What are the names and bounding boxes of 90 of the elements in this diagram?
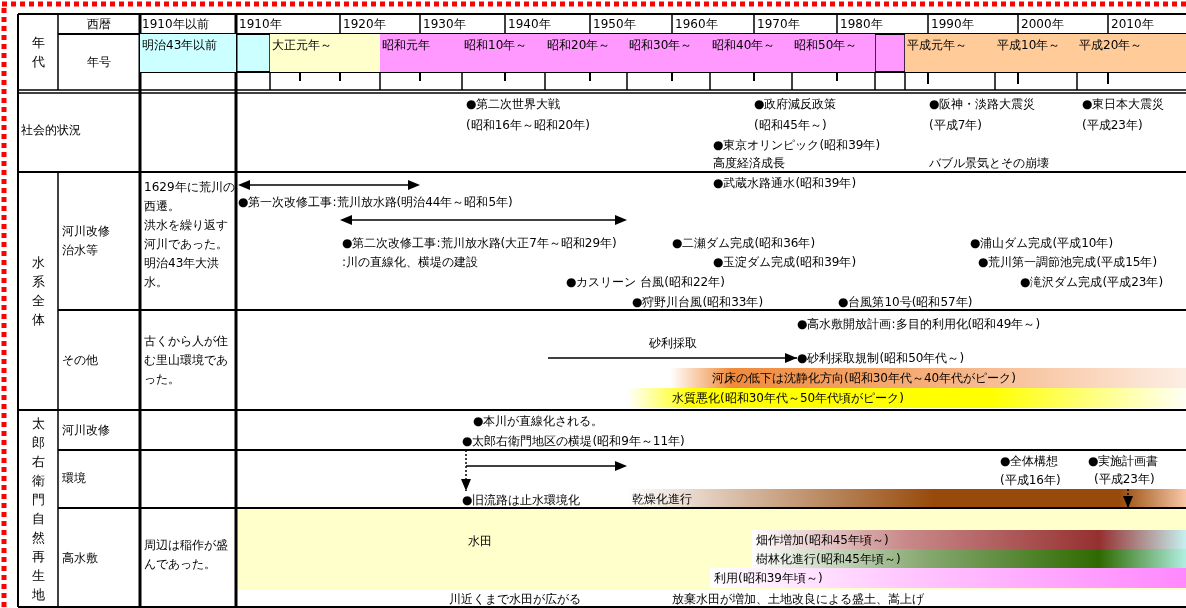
band-label: 河床の低下は沈静化方向(昭和30年代～40年代がピーク) (712, 370, 1016, 387)
note-text: :川の直線化、横堤の建設 (342, 254, 479, 271)
date-text: (昭和16年～昭和20年) (466, 117, 590, 134)
note-text: 放棄水田が増加、土地改良による盛土、嵩上げ (672, 591, 924, 608)
gradient-band (752, 530, 1186, 549)
event-text: ●高水敷開放計画:多目的利用化(昭和49年～) (797, 316, 1041, 333)
field-band (236, 508, 1186, 590)
gradient-band (627, 388, 1186, 408)
era-cell: 平成10年～ (995, 34, 1077, 72)
date-text: (平成23年) (1082, 117, 1143, 134)
note-text: 明治43年大洪水。 (144, 255, 221, 291)
row-heading: 高水敷 (62, 550, 98, 567)
event-text: ●カスリーン 台風(昭和22年) (566, 274, 725, 291)
year-label: 2000年 (1021, 16, 1064, 33)
era-cell: 昭和元年 (380, 34, 462, 72)
dotted-arrow (461, 449, 471, 492)
era-cell: 昭和40年～ (710, 34, 792, 72)
era-cell: 明治43年以前 (140, 34, 236, 72)
note-text: 周辺は稲作が盛んであった。 (144, 537, 229, 573)
band-label: 樹林化進行(昭和45年頃～) (756, 550, 901, 568)
event-text: ●実施計画書 (1088, 453, 1159, 470)
event-text: ●二瀬ダム完成(昭和36年) (672, 235, 816, 252)
edge-label: 砂利採取 (648, 334, 697, 352)
event-text: ●第二次世界大戦 (466, 96, 561, 113)
note-text: 川近くまで水田が広がる (449, 591, 581, 608)
era-cell: 大正元年～ (270, 34, 380, 72)
event-text: ●第一次改修工事:荒川放水路(明治44年～昭和5年) (238, 194, 513, 211)
row-heading: 年代 (31, 34, 45, 71)
event-text: ●滝沢ダム完成(平成23年) (1020, 274, 1164, 291)
era-cell: 昭和50年～ (792, 34, 875, 72)
row-heading: 河川改修治水等 (62, 223, 111, 259)
year-label: 1930年 (423, 16, 466, 33)
gradient-band (752, 549, 1186, 568)
event-text: ●旧流路は止水環境化 (462, 491, 612, 508)
event-text: ●政府減反政策 (754, 96, 837, 113)
year-label: 1980年 (840, 16, 883, 33)
era-cell: 昭和20年～ (545, 34, 627, 72)
dotted-arrow (1123, 488, 1133, 509)
note-text: 高度経済成長 (713, 155, 785, 172)
year-label: 1940年 (508, 16, 551, 33)
era-cell: 平成20年～ (1077, 34, 1186, 72)
event-text: ●東日本大震災 (1082, 96, 1165, 113)
gradient-band (670, 368, 1186, 388)
band-label: 畑作増加(昭和45年頃～) (756, 531, 889, 549)
column-heading: 西暦 (86, 16, 112, 33)
event-text: ●第二次改修工事:荒川放水路(大正7年～昭和29年) (342, 235, 617, 252)
event-text: ●荒川第一調節池完成(平成15年) (978, 254, 1158, 271)
event-text: ●浦山ダム完成(平成10年) (970, 235, 1114, 252)
event-text: ●全体構想 (1000, 453, 1059, 470)
year-label: 1910年以前 (142, 16, 209, 33)
event-text: ●武蔵水路通水(昭和39年) (713, 175, 857, 192)
year-label: 1970年 (757, 16, 800, 33)
event-text: ●東京オリンピック(昭和39年) (713, 137, 881, 154)
row-heading: その他 (62, 352, 98, 369)
era-cell: 平成元年～ (905, 34, 995, 72)
row-heading: 社会的状況 (21, 122, 81, 139)
date-text: (昭和45年～) (754, 117, 827, 134)
note-text: 洪水を繰り返す河川であった。 (144, 217, 229, 253)
note-text: 古くから人が住む里山環境であった。 (144, 333, 229, 388)
event-text: ●砂利採取規制(昭和50年代～) (797, 349, 1012, 367)
year-label: 1910年 (239, 16, 282, 33)
band-label: 水質悪化(昭和30年代～50年代頃がピーク) (672, 390, 904, 407)
event-text: ●玉淀ダム完成(昭和39年) (713, 254, 857, 271)
year-label: 2010年 (1111, 16, 1154, 33)
note-text: 1629年に荒川の西遷。 (144, 179, 236, 215)
band-label: 水田 (468, 533, 492, 550)
event-text: ●阪神・淡路大震災 (929, 96, 1036, 113)
note-text: バブル景気とその崩壊 (929, 155, 1049, 172)
row-heading: 水系全体 (31, 254, 45, 329)
arrow (547, 353, 798, 363)
column-heading: 年号 (86, 54, 112, 71)
row-heading: 河川改修 (62, 422, 110, 439)
band-label: 乾燥化進行 (632, 490, 692, 508)
date-text: (平成16年) (1000, 472, 1061, 489)
event-text: ●太郎右衛門地区の横堤(昭和9年～11年) (462, 432, 762, 450)
era-cell: 昭和30年～ (627, 34, 710, 72)
gradient-band (710, 568, 1186, 588)
era-cell: 昭和10年～ (462, 34, 545, 72)
year-label: 1960年 (675, 16, 718, 33)
event-text: ●狩野川台風(昭和33年) (632, 294, 764, 311)
row-heading: 太郎右衛門自然再生地 (31, 415, 45, 604)
date-text: (平成7年) (929, 117, 982, 134)
year-label: 1950年 (593, 16, 636, 33)
year-label: 1990年 (931, 16, 974, 33)
year-label: 1920年 (343, 16, 386, 33)
event-text: ●台風第10号(昭和57年) (838, 294, 973, 311)
row-heading: 環境 (62, 470, 86, 487)
band-label: 利用(昭和39年頃～) (714, 570, 823, 587)
event-text: ●本川が直線化される。 (473, 413, 604, 430)
date-text: (平成23年) (1094, 471, 1155, 488)
